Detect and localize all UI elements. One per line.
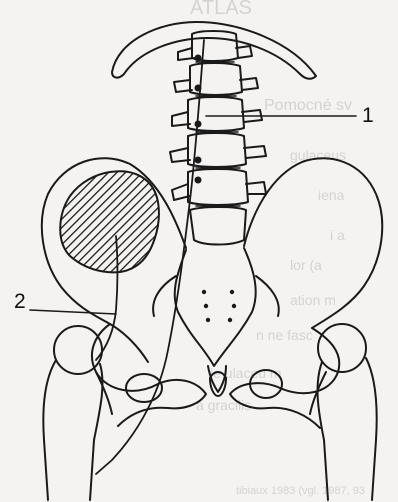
bleed-line-2: iena [318,187,345,203]
bleed-line-5: ation m [290,292,336,308]
callout-2-leader [30,310,116,314]
bleed-footer: tibiaux 1983 (vgl. 1987, 93 [236,485,365,497]
sacrum [175,248,256,366]
bleed-subheading: Pomocné sv [264,97,352,114]
lumbar-spine [170,31,266,245]
callout-1-label: 1 [362,104,374,127]
bleed-through-layer: ATLAS Pomocné sv gulaceus iena i a lor (… [190,0,365,497]
hatched-abscess [60,171,159,272]
bleed-line-6: n ne fasc [256,327,313,343]
sacral-foramina [202,290,236,322]
callout-2-label: 2 [14,290,26,313]
bleed-heading: ATLAS [190,0,252,19]
right-femur [310,324,377,500]
bleed-line-3: i a [330,227,345,243]
bleed-line-4: lor (a [290,257,322,273]
